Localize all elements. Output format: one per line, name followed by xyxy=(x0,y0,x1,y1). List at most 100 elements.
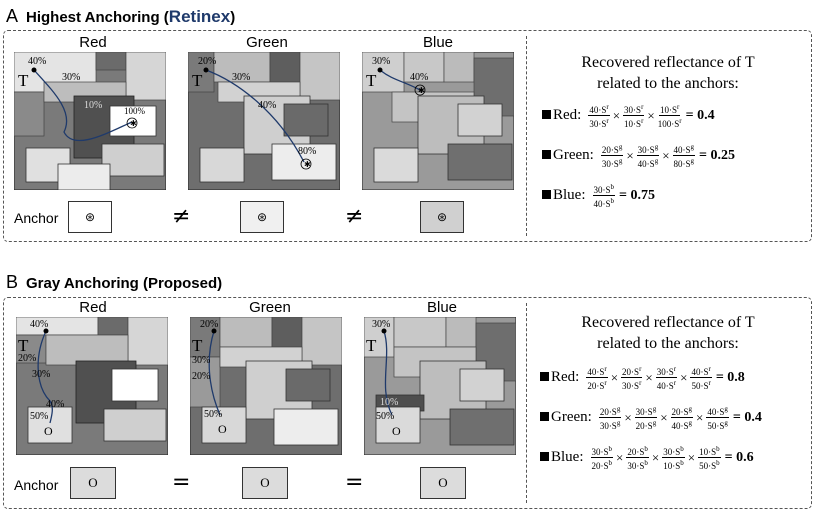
anchor-circle-icon: O xyxy=(88,475,98,490)
b-green-path-label: 50% xyxy=(204,409,222,420)
b-red-path-label: 30% xyxy=(32,369,50,380)
a-green-target: T xyxy=(192,71,203,90)
b-blue-path-label: 50% xyxy=(376,411,394,422)
a-green-path-label: 80% xyxy=(298,146,316,157)
b-blue-path-label: 10% xyxy=(380,397,398,408)
a-red-anchor: ⊛ xyxy=(68,201,112,233)
svg-text:O: O xyxy=(218,422,227,436)
a-anchor-label: Anchor xyxy=(14,210,59,226)
equation-label: Blue: xyxy=(540,449,584,466)
a-green-path-label: 30% xyxy=(232,72,250,83)
anchor-star-icon: ⊛ xyxy=(256,209,268,224)
section-a-title-end: ) xyxy=(230,9,236,26)
a-blue-path-label: 30% xyxy=(372,56,390,67)
times-sign: × xyxy=(612,107,621,123)
b-green-target: T xyxy=(192,336,203,355)
b-red-mondrian: 40% 20% 30% 40% 50% O T xyxy=(16,317,168,455)
section-b-title-main: Gray Anchoring (Proposed) xyxy=(26,275,223,292)
a-green-path-label: 40% xyxy=(258,100,276,111)
equation-result: = 0.75 xyxy=(619,187,655,203)
b-blue-path-label: 30% xyxy=(372,319,390,330)
b-blue-anchor: O xyxy=(420,467,466,499)
b-blue-label: Blue xyxy=(426,299,458,316)
anchor-circle-icon: O xyxy=(438,475,448,490)
b-red-label: Red xyxy=(79,299,107,316)
b-anchor-label: Anchor xyxy=(14,477,59,493)
b-red-path-label: 20% xyxy=(18,353,36,364)
b-equation-title-line2: related to the anchors: xyxy=(597,335,739,352)
svg-text:✱: ✱ xyxy=(304,160,311,169)
a-green-mondrian: ✱ 20% 30% 40% 80% T xyxy=(188,52,340,190)
svg-text:O: O xyxy=(44,424,53,438)
a-equation-title: Recovered reflectance of T related to th… xyxy=(533,52,803,94)
b-green-path-label: 20% xyxy=(200,319,218,330)
b-red-path-label: 40% xyxy=(30,319,48,330)
svg-text:O: O xyxy=(392,424,401,438)
section-a-letter: A xyxy=(6,6,19,26)
section-a-title-main: Highest Anchoring ( xyxy=(26,9,169,26)
a-blue-path-label: 40% xyxy=(410,72,428,83)
times-sign: × xyxy=(624,409,632,425)
times-sign: × xyxy=(626,147,634,163)
b-blue-target: T xyxy=(366,336,377,355)
a-red-path-label: 30% xyxy=(62,72,80,83)
b-red-path-label: 50% xyxy=(30,411,48,422)
section-a-divider xyxy=(526,36,527,236)
b-blue-mondrian: 30% 10% 50% O T xyxy=(364,317,516,455)
b-red-anchor: O xyxy=(70,467,116,499)
anchor-star-icon: ⊛ xyxy=(436,209,448,224)
a-red-path-label: 10% xyxy=(84,100,102,111)
b-equation-title: Recovered reflectance of T related to th… xyxy=(533,312,803,354)
equation-result: = 0.4 xyxy=(685,107,715,123)
equation-result: = 0.8 xyxy=(715,369,745,385)
section-b-title: B Gray Anchoring (Proposed) xyxy=(6,272,222,293)
a-red-path-label: 40% xyxy=(28,56,46,67)
b-relation-1: = xyxy=(172,470,191,495)
anchor-star-icon: ⊛ xyxy=(84,209,96,224)
a-red-mondrian: ✱ 40% 30% 10% 100% T xyxy=(14,52,166,190)
equation-label: Green: xyxy=(540,409,592,426)
anchor-circle-icon: O xyxy=(260,475,270,490)
equation-label: Red: xyxy=(540,369,579,386)
b-green-mondrian: 20% 30% 20% 50% O T xyxy=(190,317,342,455)
a-green-label: Green xyxy=(246,34,288,51)
a-blue-mondrian: ✱ 30% 40% T xyxy=(362,52,514,190)
a-equation-title-line1: Recovered reflectance of T xyxy=(581,54,755,71)
a-blue-target: T xyxy=(366,71,377,90)
times-sign: × xyxy=(687,449,696,465)
a-green-path-label: 20% xyxy=(198,56,216,67)
section-b-letter: B xyxy=(6,272,19,292)
times-sign: × xyxy=(660,409,668,425)
a-red-target: T xyxy=(18,71,29,90)
section-a-panel xyxy=(3,30,812,242)
b-green-path-label: 20% xyxy=(192,371,210,382)
b-green-path-label: 30% xyxy=(192,355,210,366)
a-blue-label: Blue xyxy=(422,34,454,51)
equation-label: Blue: xyxy=(542,187,586,204)
a-relation-1: ≠ xyxy=(172,204,191,229)
equation-result: = 0.6 xyxy=(724,449,754,465)
times-sign: × xyxy=(680,369,688,385)
svg-text:✱: ✱ xyxy=(418,86,425,95)
a-red-label: Red xyxy=(79,34,107,51)
a-green-anchor: ⊛ xyxy=(240,201,284,233)
times-sign: × xyxy=(662,147,670,163)
times-sign: × xyxy=(651,449,660,465)
